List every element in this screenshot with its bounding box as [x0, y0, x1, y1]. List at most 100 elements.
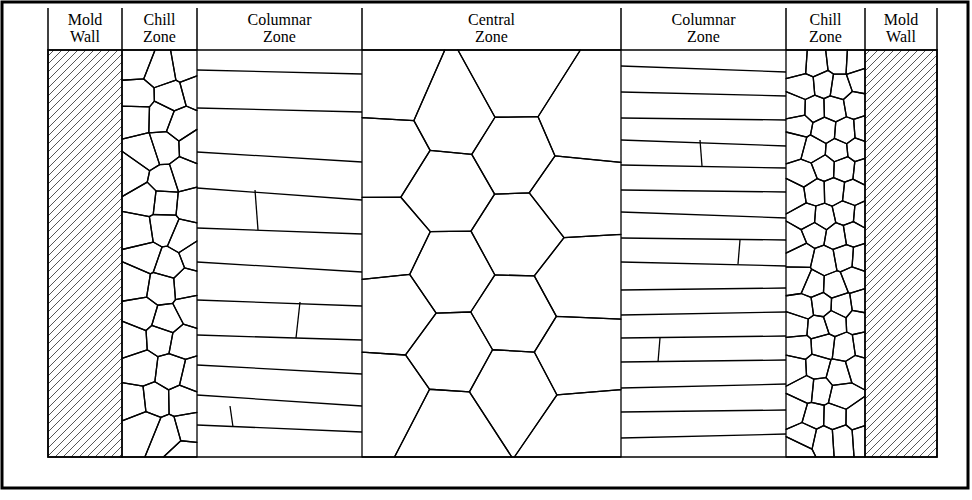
zone-tick [361, 8, 363, 50]
grain-boundary [410, 231, 495, 313]
grain-boundary [122, 383, 146, 421]
grain-boundary [832, 201, 855, 226]
grain-boundary [786, 267, 812, 296]
grain-boundary [169, 385, 197, 416]
grain-boundary [362, 274, 436, 355]
grain-boundary [362, 118, 430, 198]
grain-boundary [122, 50, 155, 80]
grain-boundary [806, 50, 828, 77]
grain-boundary [296, 302, 300, 338]
grain-boundary [197, 335, 362, 340]
grain-boundary [658, 338, 660, 362]
grain-boundary [786, 159, 817, 187]
grain-structure [122, 50, 865, 457]
grain-boundary [621, 288, 786, 290]
equiaxed-grains [362, 50, 621, 457]
zone-tick [620, 8, 622, 50]
grain-boundary [122, 412, 161, 457]
grain-boundary [169, 324, 197, 359]
grain-boundary [846, 68, 865, 93]
grain-boundary [122, 182, 156, 217]
grain-boundary [832, 425, 854, 457]
grain-boundary [786, 422, 817, 449]
zone-tick [864, 8, 866, 50]
grain-boundary [853, 201, 865, 228]
grain-boundary [179, 241, 197, 271]
grain-boundary [122, 79, 154, 107]
zone-label: Mold Wall [68, 11, 103, 45]
grain-boundary [197, 228, 362, 234]
grain-boundary [514, 390, 621, 457]
grain-boundary [469, 350, 557, 457]
grain-boundary [174, 268, 197, 300]
mold-wall-hatch [865, 50, 937, 457]
grain-boundary [395, 389, 512, 457]
grain-boundary [786, 92, 805, 119]
grain-boundary [197, 188, 362, 200]
grain-boundary [801, 135, 826, 163]
grain-boundary [621, 190, 786, 192]
grain-boundary [167, 219, 197, 253]
grain-boundary [852, 332, 865, 358]
zone-tick [47, 8, 49, 50]
grain-boundary [621, 118, 786, 120]
grain-boundary [471, 275, 557, 352]
grain-boundary [362, 50, 445, 121]
mold-wall-hatch [48, 50, 122, 457]
grain-boundary [738, 240, 740, 264]
grain-boundary [122, 262, 150, 302]
grain-boundary [823, 311, 846, 337]
columnar-grains [197, 66, 786, 438]
grain-boundary [362, 352, 430, 457]
grain-boundary [197, 365, 362, 374]
grain-boundary [173, 295, 197, 328]
grain-boundary [197, 300, 362, 306]
grain-boundary [786, 437, 816, 457]
outer-frame [2, 2, 968, 488]
grain-boundary [169, 157, 197, 192]
grain-boundary [197, 262, 362, 272]
grain-boundary [197, 395, 362, 406]
grain-boundary [621, 92, 786, 96]
grain-boundary [197, 70, 362, 74]
grain-boundary [153, 191, 178, 215]
zone-label: Chill Zone [809, 11, 842, 45]
grain-boundary [179, 129, 197, 163]
grain-boundary [534, 316, 621, 395]
zone-tick [785, 8, 787, 50]
grain-boundary [786, 74, 815, 100]
zone-label: Central Zone [468, 11, 515, 45]
grain-boundary [621, 360, 786, 362]
zone-tick [936, 8, 938, 50]
grain-boundary [458, 50, 580, 117]
grain-boundary [401, 150, 495, 231]
grain-boundary [621, 238, 786, 240]
chill-grains [122, 50, 197, 457]
grain-boundary [621, 140, 786, 146]
zone-label: Columnar Zone [248, 11, 312, 45]
grain-boundary [621, 410, 786, 412]
grain-boundary [255, 190, 258, 230]
grain-boundary [621, 66, 786, 72]
grain-boundary [621, 312, 786, 315]
grain-boundary [154, 80, 186, 111]
grain-boundary [621, 434, 786, 438]
grain-boundary [149, 101, 174, 133]
grain-boundary [176, 187, 197, 223]
grain-boundary [812, 426, 834, 457]
chill-grains [786, 50, 865, 457]
grain-boundary [197, 108, 362, 112]
grain-boundary [811, 334, 835, 360]
zone-label: Mold Wall [884, 11, 919, 45]
grain-boundary [621, 165, 786, 168]
grain-boundary [843, 222, 865, 247]
grain-boundary [180, 76, 197, 111]
grain-boundary [529, 156, 621, 238]
grain-boundary [621, 336, 786, 338]
grain-boundary [846, 396, 865, 430]
grain-boundary [197, 152, 362, 162]
grain-boundary [804, 179, 825, 206]
